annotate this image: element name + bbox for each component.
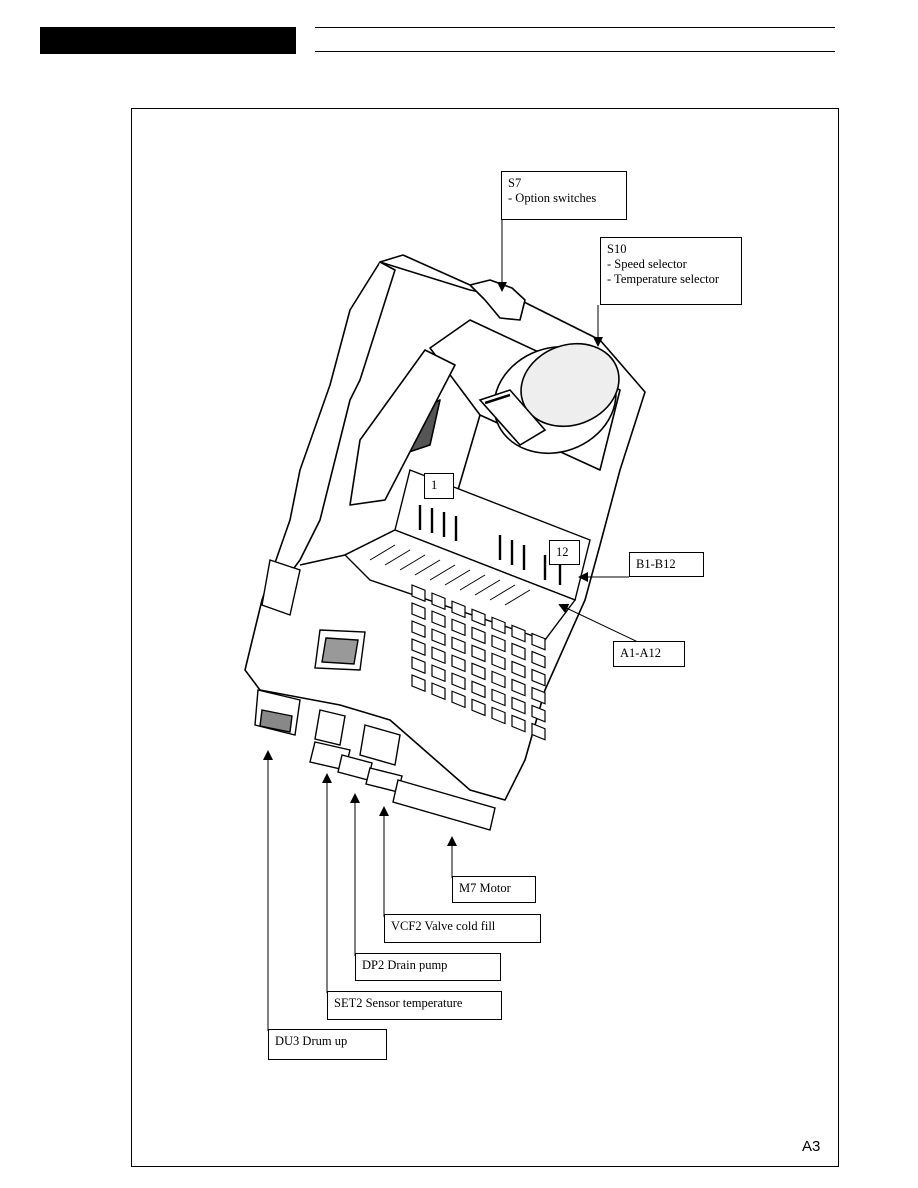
terminal-block: [343, 469, 591, 641]
label-set2-sensor: SET2 Sensor temperature: [327, 991, 502, 1020]
diagram-frame: [131, 108, 839, 1167]
label-a1-a12: A1-A12: [613, 641, 685, 667]
label-vcf2-valve: VCF2 Valve cold fill: [384, 914, 541, 943]
header-rule-top: [315, 27, 835, 28]
label-b1-b12: B1-B12: [629, 552, 704, 577]
header-bar: [40, 27, 296, 54]
bottom-connectors: [254, 559, 496, 831]
label-m7-motor: M7 Motor: [452, 876, 536, 903]
header-rule-bottom: [315, 51, 835, 52]
label-s10: S10 - Speed selector - Temperature selec…: [600, 237, 742, 305]
label-s7-title: S7: [508, 176, 522, 190]
label-dp2-drain-pump: DP2 Drain pump: [355, 953, 501, 981]
label-pin-12: 12: [549, 540, 580, 565]
label-pin-1: 1: [424, 473, 454, 499]
label-s10-title: S10: [607, 242, 627, 256]
vent-grid: [411, 584, 546, 741]
selector-knob: [478, 342, 620, 455]
label-s7: S7 - Option switches: [501, 171, 627, 220]
label-s10-line1: - Speed selector: [607, 257, 687, 271]
label-du3-drum-up: DU3 Drum up: [268, 1029, 387, 1060]
label-s10-line2: - Temperature selector: [607, 272, 720, 286]
leader-lines: [263, 220, 641, 1031]
label-s7-line1: - Option switches: [508, 191, 597, 205]
page-number: A3: [802, 1138, 821, 1155]
